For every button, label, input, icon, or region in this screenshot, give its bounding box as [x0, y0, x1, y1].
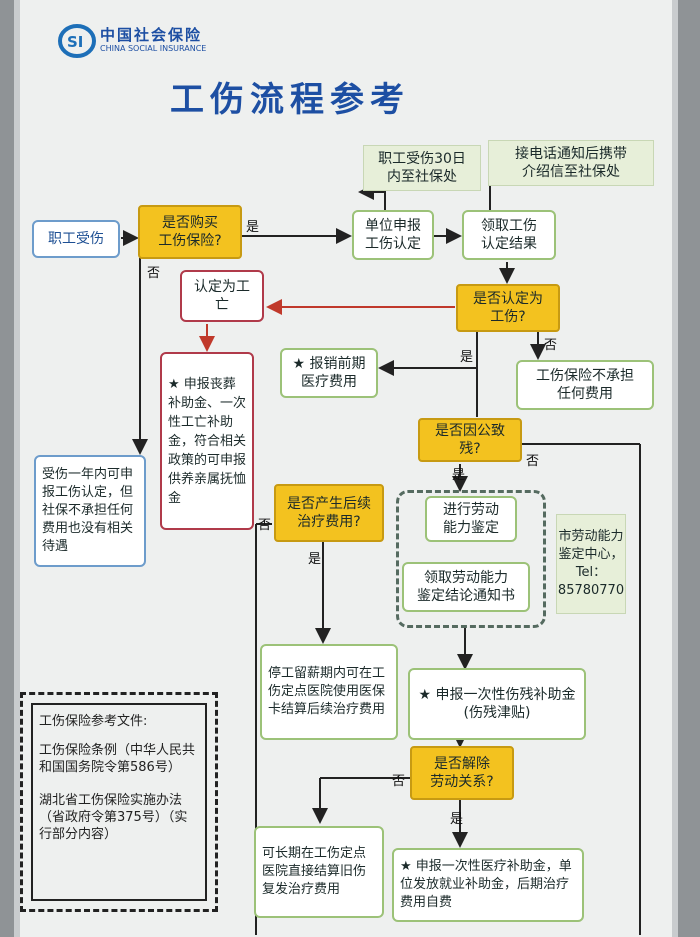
- node-funeral-subsidy: ★ 申报丧葬补助金、一次性工亡补助金，符合相关政策的可申报供养亲属抚恤金: [160, 352, 254, 530]
- node-disability-subsidy: ★ 申报一次性伤残补助金 (伤残津贴): [408, 668, 586, 740]
- note-within-30-days: 职工受伤30日 内至社保处: [363, 145, 481, 191]
- node-follow-up: 是否产生后续 治疗费用?: [274, 484, 384, 542]
- node-terminate: 是否解除 劳动关系?: [410, 746, 514, 800]
- label-no-disabled: 否: [526, 454, 540, 469]
- label-yes-follow-up: 是: [308, 552, 322, 567]
- label-yes-disabled: 是: [452, 468, 466, 483]
- appraisal-group: [396, 490, 546, 628]
- node-collect-result: 领取工伤 认定结果: [462, 210, 556, 260]
- label-no-terminate: 否: [392, 774, 406, 789]
- node-bought-insurance: 是否购买 工伤保险?: [138, 205, 242, 259]
- node-not-covered: 工伤保险不承担 任何费用: [516, 360, 654, 410]
- si-logo-icon: SI: [58, 24, 96, 58]
- node-disabled: 是否因公致残?: [418, 418, 522, 462]
- label-yes-injury: 是: [460, 350, 474, 365]
- label-no-bought: 否: [147, 266, 161, 281]
- node-injured: 职工受伤: [32, 220, 120, 258]
- svg-text:SI: SI: [67, 33, 83, 51]
- reference-docs-box: 工伤保险参考文件: 工伤保险条例（中华人民共和国国务院令第586号） 湖北省工伤…: [20, 692, 218, 912]
- node-apply-recognition: 单位申报 工伤认定: [352, 210, 434, 260]
- reference-docs-inner: 工伤保险参考文件: 工伤保险条例（中华人民共和国国务院令第586号） 湖北省工伤…: [31, 703, 207, 901]
- node-capacity-appraisal: 进行劳动 能力鉴定: [425, 496, 517, 542]
- refs-heading: 工伤保险参考文件:: [39, 714, 148, 729]
- node-appraisal-notice: 领取劳动能力 鉴定结论通知书: [402, 562, 530, 612]
- node-one-year-note: 受伤一年内可申报工伤认定，但社保不承担任何费用也没有相关待遇: [34, 455, 146, 567]
- page-title: 工伤流程参考: [170, 80, 410, 120]
- label-yes-terminate: 是: [450, 812, 464, 827]
- note-phone-notice: 接电话通知后携带 介绍信至社保处: [488, 140, 654, 186]
- logo-cn-text: 中国社会保险: [100, 26, 203, 44]
- node-determined-death: 认定为工亡: [180, 270, 264, 322]
- label-yes-bought: 是: [246, 220, 260, 235]
- note-city-center: 市劳动能力鉴定中心，Tel：85780770: [556, 514, 626, 614]
- node-is-work-injury: 是否认定为 工伤?: [456, 284, 560, 332]
- node-paid-leave: 停工留薪期内可在工伤定点医院使用医保卡结算后续治疗费用: [260, 644, 398, 740]
- refs-doc-2: 湖北省工伤保险实施办法（省政府令第375号）（实行部分内容）: [39, 793, 188, 842]
- node-medical-subsidy: ★ 申报一次性医疗补助金，单位发放就业补助金，后期治疗费用自费: [392, 848, 584, 922]
- logo-en-text: CHINA SOCIAL INSURANCE: [100, 44, 207, 53]
- refs-doc-1: 工伤保险条例（中华人民共和国国务院令第586号）: [39, 743, 196, 775]
- china-social-insurance-logo: SI 中国社会保险 CHINA SOCIAL INSURANCE: [58, 22, 208, 60]
- label-no-injury: 否: [544, 338, 558, 353]
- node-long-term: 可长期在工伤定点医院直接结算旧伤复发治疗费用: [254, 826, 384, 918]
- label-no-follow-up: 否: [258, 518, 272, 533]
- node-reimburse-prior: ★ 报销前期 医疗费用: [280, 348, 378, 398]
